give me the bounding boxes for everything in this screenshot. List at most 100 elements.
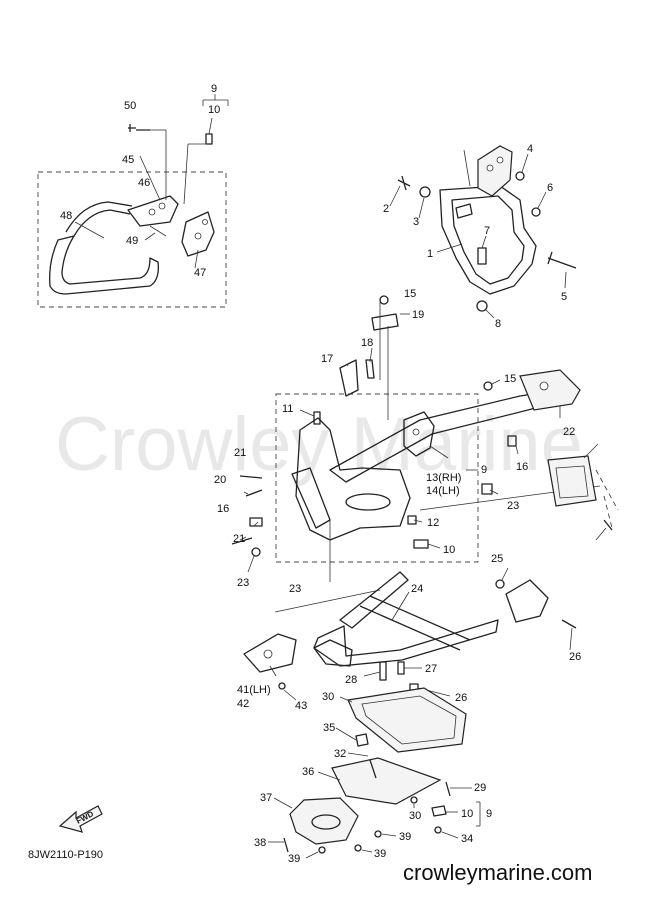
callout-38: 38	[254, 837, 266, 849]
bumper-upper-bar	[65, 201, 133, 237]
nut-39-c	[354, 844, 362, 852]
callout-7: 7	[484, 225, 490, 237]
main-frame-group-box	[275, 393, 479, 563]
callout-9-bottom: 9	[486, 808, 492, 820]
upper-frame-inner	[451, 195, 525, 285]
bolt-30-lower	[445, 781, 451, 797]
upper-mount-plate	[477, 145, 513, 197]
callout-16-right: 16	[516, 461, 528, 473]
diagram-code: 8JW2110-P190	[28, 849, 103, 861]
nut-35	[355, 733, 369, 747]
callout-19: 19	[412, 309, 424, 321]
callout-29: 27	[425, 663, 437, 675]
bracket-33	[369, 759, 377, 779]
nut-34	[434, 826, 442, 834]
callout-11: 11	[282, 403, 293, 415]
callout-9-mid: 9	[481, 464, 487, 476]
callout-22: 22	[563, 426, 575, 438]
clip-49	[603, 519, 613, 531]
callout-36: 36	[302, 766, 314, 778]
callout-32: 30	[409, 810, 421, 822]
subframe-24	[313, 619, 499, 667]
bumper-bracket-44	[127, 195, 179, 227]
callout-20: 20	[214, 474, 226, 486]
nut-39-b	[318, 846, 326, 854]
callout-21-top: 21	[234, 447, 246, 459]
callout-2: 2	[383, 203, 389, 215]
nut-42	[278, 682, 286, 690]
nut-4	[515, 171, 525, 181]
bolt-23-left	[251, 547, 261, 557]
callout-41: 42	[237, 698, 249, 710]
callout-3: 3	[413, 216, 419, 228]
callout-30-lower: 29	[474, 782, 486, 794]
callout-23-center: 23	[289, 583, 301, 595]
callout-35: 35	[323, 722, 335, 734]
callout-10-bottom: 10	[461, 808, 473, 820]
callout-39-b: 39	[288, 853, 300, 865]
callout-16-left: 16	[217, 503, 229, 515]
callout-44: 46	[138, 177, 150, 189]
callout-21-bottom: 21	[233, 533, 245, 545]
nut-10-middle	[413, 539, 429, 549]
frame-hinge-13-14	[403, 411, 435, 457]
callout-46: 48	[60, 210, 72, 222]
callout-10-top: 10	[208, 104, 220, 116]
callout-39-a: 39	[399, 831, 411, 843]
callout-5: 5	[561, 291, 567, 303]
fwd-arrow-icon: FWD	[58, 805, 103, 833]
callout-27: 25	[491, 553, 503, 565]
guard-37	[289, 797, 359, 845]
bumper-side-plate-45	[181, 211, 215, 257]
callout-48: 50	[124, 100, 136, 112]
bolt-15-upper	[379, 295, 389, 305]
callout-25: 23	[507, 500, 519, 512]
bolt-30-upper	[379, 661, 387, 681]
plate-36	[331, 757, 442, 805]
bolt-15-lower	[483, 381, 493, 391]
callout-37: 37	[260, 792, 272, 804]
bolt-5	[547, 251, 577, 269]
callout-13: 13(RH)	[426, 472, 461, 484]
main-frame-oval-cutout	[345, 493, 391, 511]
nut-6	[531, 207, 541, 217]
callout-45: 47	[194, 267, 206, 279]
bolt-7	[477, 247, 487, 265]
callout-1: 1	[427, 248, 433, 260]
callout-24: 24	[411, 583, 423, 595]
callout-31: 30	[322, 691, 334, 703]
callout-23-left: 23	[237, 577, 249, 589]
callout-15-top: 15	[404, 288, 416, 300]
bolt-11	[313, 411, 321, 425]
callout-28: 26	[569, 651, 581, 663]
bolt-28	[561, 619, 577, 629]
clip-25	[481, 483, 493, 495]
bumper-loop-46	[49, 235, 159, 295]
callout-42: 43	[295, 700, 307, 712]
nut-39-a	[374, 830, 382, 838]
callout-4: 4	[527, 143, 533, 155]
subframe-upper-arm	[339, 571, 409, 629]
subframe-cross-rails	[359, 595, 471, 651]
callout-6: 6	[547, 182, 553, 194]
main-frame-body	[295, 417, 411, 541]
harness-ghost	[595, 469, 619, 529]
bolts-20-21	[231, 475, 263, 545]
nut-10-bottom	[431, 805, 447, 817]
callout-40: 41(LH)	[237, 684, 271, 696]
callout-10-mid: 10	[443, 544, 455, 556]
watermark-text: Crowley Marine	[55, 402, 583, 487]
callout-12: 12	[427, 517, 439, 529]
callout-26: 26	[455, 692, 467, 704]
bolt-38	[283, 837, 289, 853]
bumper-group-box	[37, 171, 227, 308]
bolt-2	[397, 175, 411, 191]
nut-8	[476, 300, 488, 312]
website-url[interactable]: crowleymarine.com	[403, 860, 593, 885]
callout-15-mid: 15	[504, 373, 516, 385]
callout-labels: 2 3 1 4 6 7 5 8 9 10 50 45 46 48 49 47 1…	[60, 83, 581, 865]
callout-30-upper: 28	[345, 674, 357, 686]
callout-8: 8	[495, 318, 501, 330]
nut-12	[407, 515, 417, 525]
